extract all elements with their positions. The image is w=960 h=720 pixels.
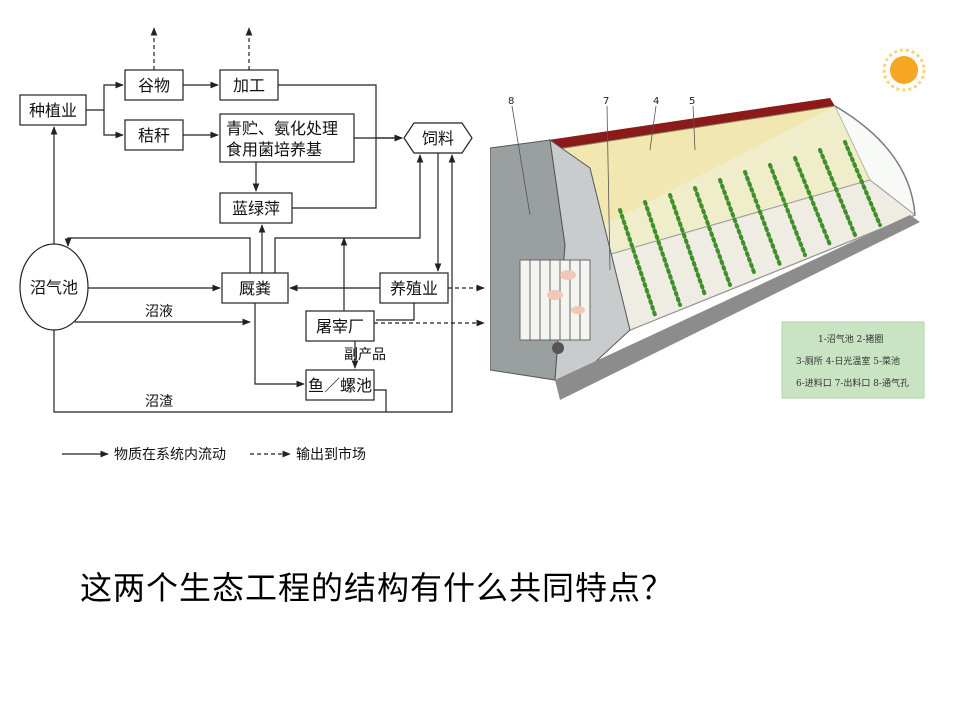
node-guwu: 谷物 [124,69,184,101]
flow-arrows [50,81,456,413]
svg-text:6-进料口 7-出料口 8-通气孔: 6-进料口 7-出料口 8-通气孔 [796,377,909,389]
market-arrows [150,27,485,327]
label-fuchanpin: 副产品 [344,347,386,363]
greenhouse-illustration: 8 7 4 5 1-沼气池 2-猪圈 3-厕所 4-日光温室 5-菜池 6-进料… [490,48,926,400]
svg-text:1-沼气池 2-猪圈: 1-沼气池 2-猪圈 [818,333,883,345]
node-jiagong: 加工 [219,69,279,101]
node-siliao: 饲料 [403,122,473,154]
svg-text:输出到市场: 输出到市场 [296,446,366,463]
svg-text:食用菌培养基: 食用菌培养基 [226,140,322,159]
svg-text:种植业: 种植业 [29,101,77,120]
svg-text:3-厕所 4-日光温室 5-菜池: 3-厕所 4-日光温室 5-菜池 [796,355,900,367]
node-qingzhu: 青贮、氨化处理 食用菌培养基 [219,113,355,163]
plant-rows [618,140,882,317]
label-zhaozha: 沼渣 [145,394,173,410]
label-zhaoye: 沼液 [145,304,173,320]
callout-7: 7 [603,96,609,107]
node-yuluo: 鱼／螺池 [305,369,375,401]
svg-text:谷物: 谷物 [138,76,170,95]
callout-4: 4 [653,96,659,107]
svg-text:饲料: 饲料 [422,129,454,148]
question-text: 这两个生态工程的结构有什么共同特点？ [80,569,675,607]
svg-text:蓝绿萍: 蓝绿萍 [232,199,280,218]
callout-8: 8 [508,96,514,107]
node-jiegan: 秸秆 [124,119,184,151]
svg-text:沼气池: 沼气池 [30,278,78,297]
diagram-legend: 物质在系统内流动 输出到市场 [62,446,366,463]
node-zhongzhi: 种植业 [19,94,87,126]
svg-text:秸秆: 秸秆 [138,126,170,145]
greenhouse-roof [495,98,835,158]
svg-text:厩粪: 厩粪 [239,279,271,298]
svg-text:鱼／螺池: 鱼／螺池 [308,376,372,395]
svg-text:加工: 加工 [233,76,265,95]
sun-icon [882,48,926,92]
svg-text:青贮、氨化处理: 青贮、氨化处理 [226,119,338,138]
svg-text:养殖业: 养殖业 [390,279,438,298]
node-jifen: 厩粪 [221,272,289,304]
node-yangzhi: 养殖业 [379,272,449,304]
greenhouse-legend: 1-沼气池 2-猪圈 3-厕所 4-日光温室 5-菜池 6-进料口 7-出料口 … [781,321,925,399]
ecological-flow-diagram: 种植业 谷物 加工 秸秆 青贮、氨化处理 食用菌培养基 饲料 蓝绿萍 沼气池 厩… [19,27,485,463]
node-tuzai: 屠宰厂 [305,310,375,342]
svg-text:屠宰厂: 屠宰厂 [316,317,364,336]
node-lanlvping: 蓝绿萍 [219,192,293,224]
callout-5: 5 [689,96,695,107]
svg-text:物质在系统内流动: 物质在系统内流动 [114,447,226,463]
node-zhaoqichi: 沼气池 [19,243,89,331]
